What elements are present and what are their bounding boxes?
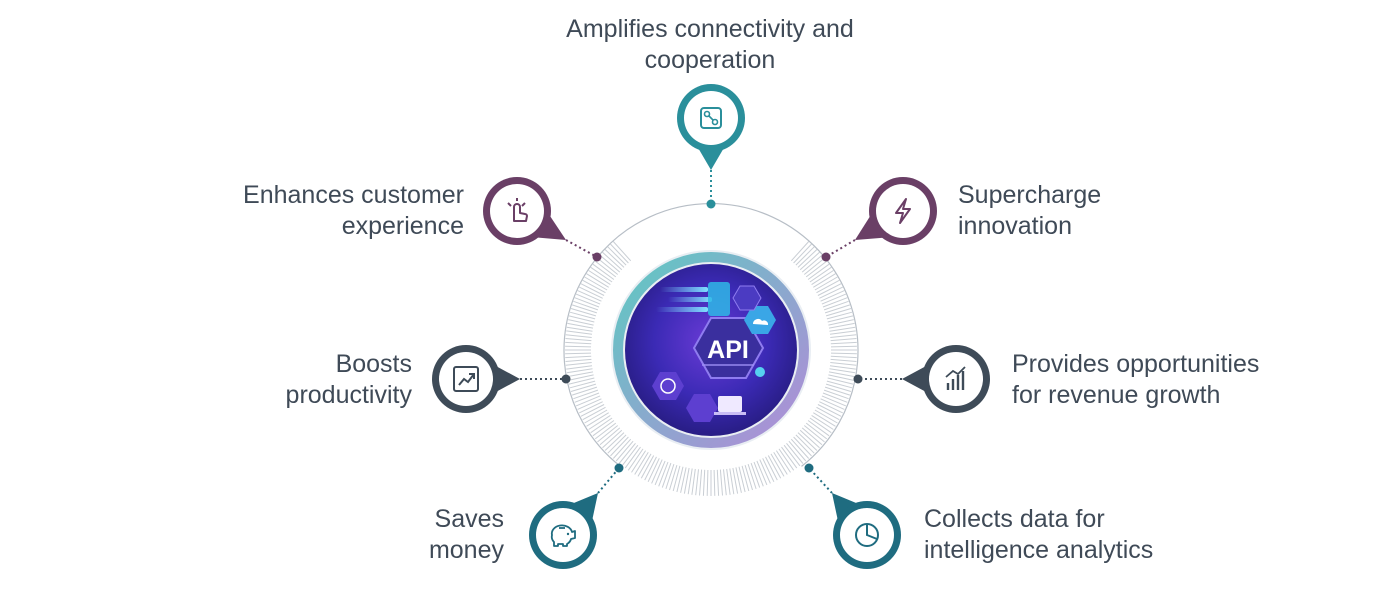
pin-pointer [494,365,520,393]
benefit-label-customer: Enhances customer experience [243,181,464,240]
benefit-pin-revenue [902,345,990,413]
api-core-art: API [652,282,776,422]
pin-face [536,508,590,562]
benefit-pin-analytics [832,493,901,569]
benefit-pins [432,84,990,569]
benefit-label-money: Saves money [428,505,504,564]
connector-dot-customer [592,252,602,262]
benefit-pin-productivity [432,345,520,413]
pin-face [439,352,493,406]
link-nodes-icon [700,107,722,129]
connector-dot-productivity [561,374,571,384]
tap-hand-icon [507,198,528,222]
pin-pointer [570,493,598,523]
pie-chart-icon [855,523,879,547]
core-ring [613,252,809,448]
benefit-label-revenue: Provides opportunities for revenue growt… [1012,350,1260,409]
connectors [520,170,902,494]
pin-pointer [697,146,725,170]
benefit-label-analytics: Collects data for intelligence analytics [924,505,1154,564]
bar-growth-icon [945,366,966,390]
benefit-pin-customer [483,177,566,245]
api-center-label: API [707,336,749,364]
pin-face [876,184,930,238]
connector-analytics [808,467,833,494]
connector-dot-connectivity [706,199,716,209]
benefit-label-productivity: Boosts productivity [285,350,412,409]
connector-customer [565,239,598,258]
trend-chart-icon [453,366,479,392]
lightning-icon [895,198,911,224]
pin-face [929,352,983,406]
benefit-pin-money [529,493,598,569]
benefit-label-connectivity: Amplifies connectivity and cooperation [566,15,854,74]
connector-dot-innovation [821,252,831,262]
connector-dot-analytics [804,463,814,473]
pin-pointer [902,365,928,393]
piggy-bank-icon [550,524,576,547]
benefit-pin-innovation [855,177,937,245]
connector-innovation [825,239,856,258]
connector-money [597,467,620,494]
pin-pointer [832,493,860,523]
connector-dot-money [614,463,624,473]
benefit-pin-connectivity [677,84,745,170]
pin-face [490,184,544,238]
connector-dot-revenue [853,374,863,384]
benefit-label-innovation: Supercharge innovation [958,181,1102,240]
